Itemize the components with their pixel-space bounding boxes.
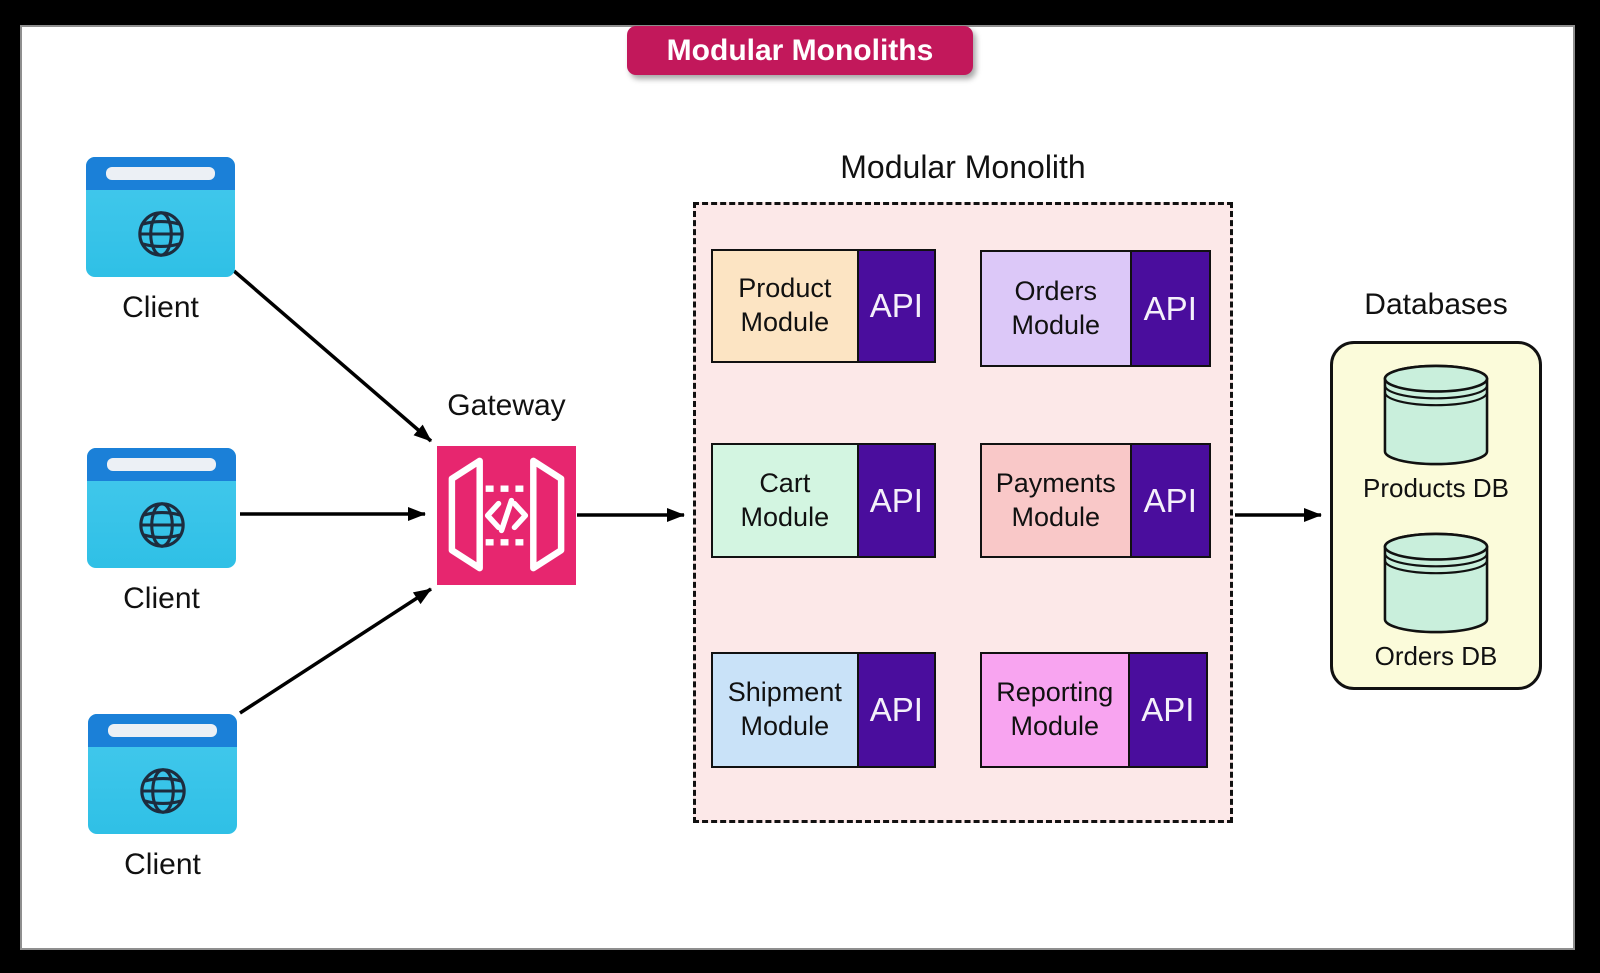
client-node-1: Client [86, 157, 235, 325]
db-cylinder-icon [1383, 364, 1489, 466]
arrow-client1-to-gateway [232, 269, 433, 443]
module-product: Product Module API [711, 249, 936, 363]
module-reporting: Reporting Module API [980, 652, 1208, 768]
client-label: Client [122, 291, 199, 324]
browser-address-bar [107, 458, 216, 471]
client-label: Client [124, 848, 201, 881]
client-node-2: Client [87, 448, 236, 616]
module-product-label: Product Module [713, 251, 857, 361]
api-gateway-icon [437, 446, 576, 585]
databases-container: Products DB Orders DB [1330, 341, 1542, 690]
module-payments-label: Payments Module [982, 445, 1130, 556]
module-shipment-api: API [856, 654, 934, 766]
gateway-label: Gateway [447, 389, 566, 422]
module-product-api: API [856, 251, 934, 361]
client-node-3: Client [88, 714, 237, 882]
module-shipment-label: Shipment Module [713, 654, 857, 766]
client-label: Client [123, 582, 200, 615]
module-reporting-label: Reporting Module [982, 654, 1128, 766]
diagram-title: Modular Monoliths [666, 33, 934, 67]
diagram-title-badge: Modular Monoliths [627, 26, 973, 75]
globe-icon [134, 481, 190, 568]
module-payments-api: API [1129, 445, 1209, 556]
db-label-products: Products DB [1363, 473, 1509, 503]
globe-icon [133, 190, 189, 277]
browser-address-bar [108, 724, 217, 737]
browser-globe-icon [87, 448, 236, 568]
databases-title: Databases [1364, 288, 1508, 321]
module-orders-label: Orders Module [982, 252, 1130, 365]
db-cylinder-icon [1383, 532, 1489, 634]
monolith-title: Modular Monolith [840, 149, 1086, 185]
module-shipment: Shipment Module API [711, 652, 936, 768]
module-cart-api: API [856, 445, 934, 556]
db-label-orders: Orders DB [1374, 641, 1498, 671]
browser-globe-icon [88, 714, 237, 834]
module-orders-api: API [1129, 252, 1209, 365]
globe-icon [135, 747, 191, 834]
arrow-client3-to-gateway [239, 587, 432, 715]
module-cart: Cart Module API [711, 443, 936, 558]
module-orders: Orders Module API [980, 250, 1211, 367]
diagram-canvas: Modular Monoliths Client [20, 25, 1575, 950]
browser-globe-icon [86, 157, 235, 277]
module-payments: Payments Module API [980, 443, 1211, 558]
browser-address-bar [106, 167, 215, 180]
module-cart-label: Cart Module [713, 445, 857, 556]
module-reporting-api: API [1127, 654, 1206, 766]
